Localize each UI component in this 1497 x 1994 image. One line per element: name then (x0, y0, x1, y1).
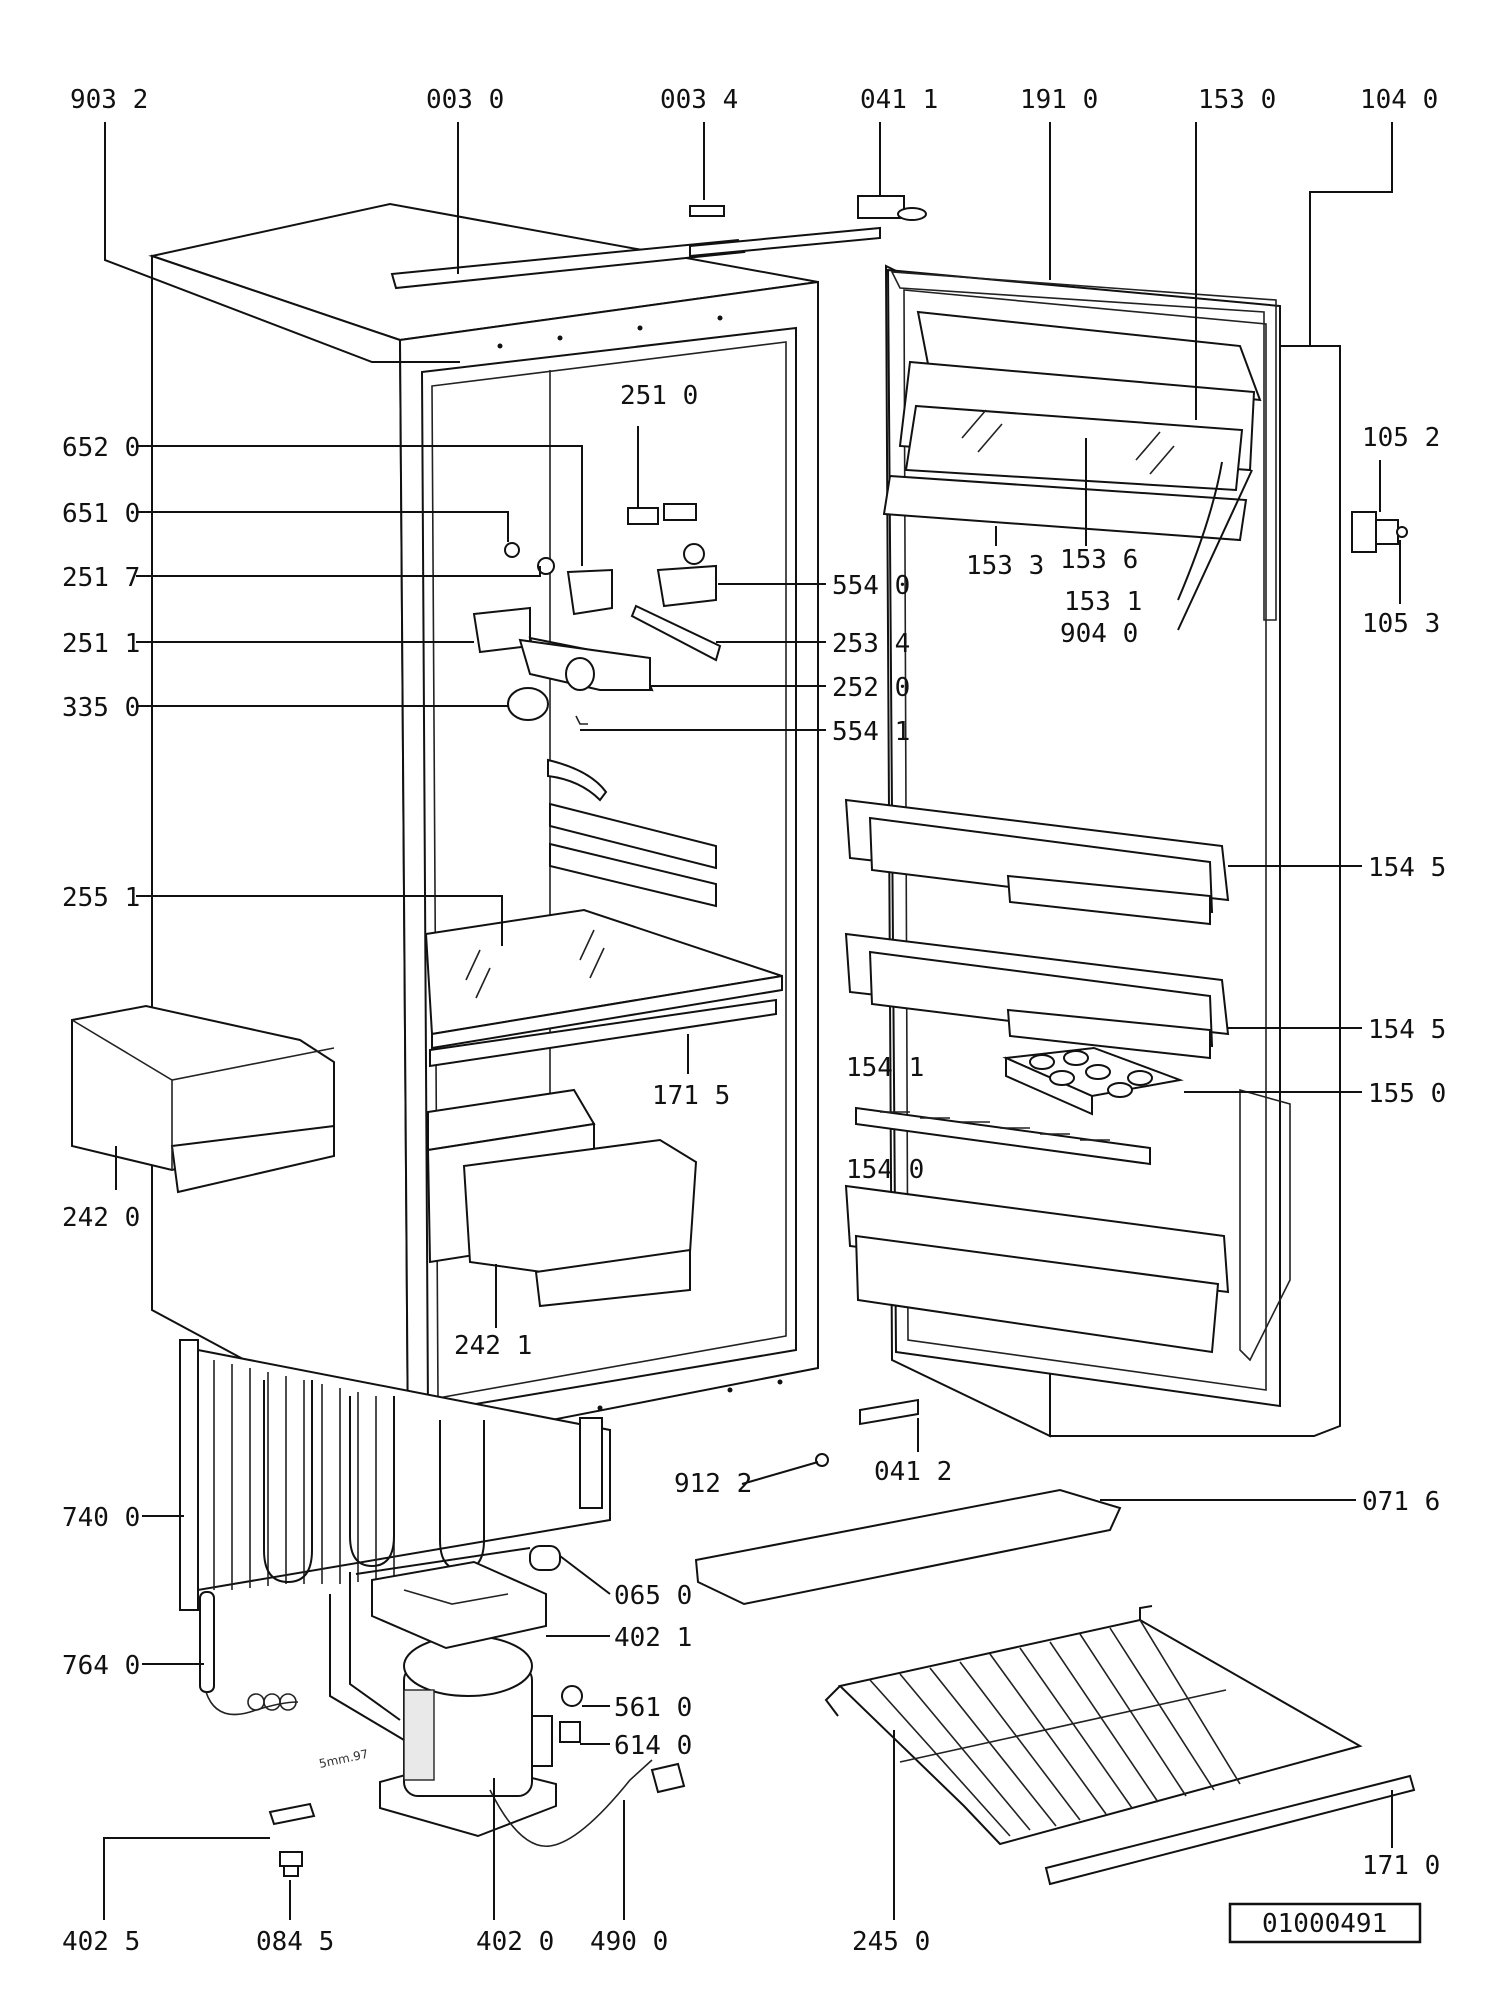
small-stamp-text: 5mm.97 (318, 1747, 370, 1771)
label-561-0: 561 0 (614, 1693, 692, 1723)
label-251-1: 251 1 (62, 629, 140, 659)
label-903-2: 903 2 (70, 85, 148, 115)
label-154-0: 154 0 (846, 1155, 924, 1185)
door (844, 264, 1341, 1438)
cabinet (71, 195, 927, 1450)
label-153-3: 153 3 (966, 551, 1044, 581)
part-labels: 903 2 003 0 003 4 041 1 191 0 153 0 104 … (62, 85, 1446, 1957)
label-490-0: 490 0 (590, 1927, 668, 1957)
label-251-0: 251 0 (620, 381, 698, 411)
label-652-0: 652 0 (62, 433, 140, 463)
label-104-0: 104 0 (1360, 85, 1438, 115)
label-402-1: 402 1 (614, 1623, 692, 1653)
hinge-right (1351, 511, 1408, 553)
label-335-0: 335 0 (62, 693, 140, 723)
label-105-2: 105 2 (1362, 423, 1440, 453)
label-912-2: 912 2 (674, 1469, 752, 1499)
label-242-0: 242 0 (62, 1203, 140, 1233)
condenser (179, 1339, 611, 1611)
label-154-5-mid: 154 5 (1368, 1015, 1446, 1045)
label-402-0: 402 0 (476, 1927, 554, 1957)
label-904-0: 904 0 (1060, 619, 1138, 649)
label-171-5: 171 5 (652, 1081, 730, 1111)
label-252-0: 252 0 (832, 673, 910, 703)
label-255-1: 255 1 (62, 883, 140, 913)
label-153-6: 153 6 (1060, 545, 1138, 575)
label-041-2: 041 2 (874, 1457, 952, 1487)
label-191-0: 191 0 (1020, 85, 1098, 115)
label-153-0: 153 0 (1198, 85, 1276, 115)
label-614-0: 614 0 (614, 1731, 692, 1761)
label-251-7: 251 7 (62, 563, 140, 593)
label-084-5: 084 5 (256, 1927, 334, 1957)
label-065-0: 065 0 (614, 1581, 692, 1611)
wire-shelf (824, 1605, 1416, 1886)
label-003-4: 003 4 (660, 85, 738, 115)
label-764-0: 764 0 (62, 1651, 140, 1681)
label-554-1: 554 1 (832, 717, 910, 747)
label-153-1: 153 1 (1064, 587, 1142, 617)
label-740-0: 740 0 (62, 1503, 140, 1533)
label-154-1: 154 1 (846, 1053, 924, 1083)
label-041-1: 041 1 (860, 85, 938, 115)
label-071-6: 071 6 (1362, 1487, 1440, 1517)
label-105-3: 105 3 (1362, 609, 1440, 639)
label-651-0: 651 0 (62, 499, 140, 529)
document-number: 01000491 (1262, 1909, 1387, 1939)
label-171-0: 171 0 (1362, 1851, 1440, 1881)
label-554-0: 554 0 (832, 571, 910, 601)
label-245-0: 245 0 (852, 1927, 930, 1957)
label-154-5-top: 154 5 (1368, 853, 1446, 883)
document-number-box (1228, 1902, 1422, 1944)
compressor-assembly (199, 1398, 1122, 1877)
leader-lines (103, 122, 1401, 1920)
label-242-1: 242 1 (454, 1331, 532, 1361)
label-402-5: 402 5 (62, 1927, 140, 1957)
label-253-4: 253 4 (832, 629, 910, 659)
label-003-0: 003 0 (426, 85, 504, 115)
label-155-0: 155 0 (1368, 1079, 1446, 1109)
